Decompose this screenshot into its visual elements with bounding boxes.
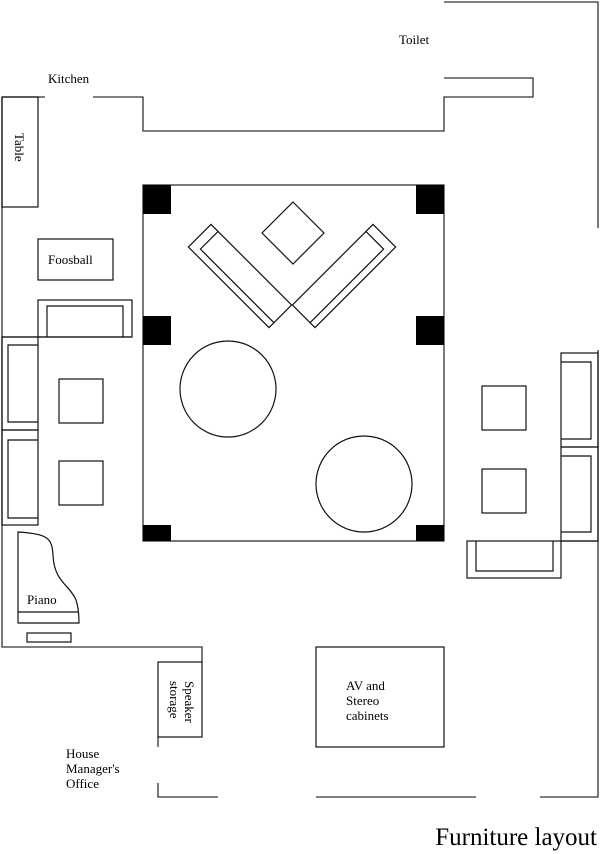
pillar (143, 185, 171, 214)
foosball-label: Foosball (48, 252, 93, 267)
office-label-line1: House (66, 746, 99, 761)
piano-bench (26, 632, 72, 643)
ottoman (481, 468, 527, 514)
foosball-table: Foosball (37, 238, 114, 281)
walls (1, 1, 599, 798)
pillar (143, 316, 171, 345)
speaker-storage-label-line2: storage (167, 681, 182, 719)
table: Table (1, 96, 39, 208)
pillar (143, 525, 171, 541)
speaker-storage-label-line1: Speaker (182, 681, 197, 724)
toilet-label: Toilet (399, 32, 430, 47)
speaker-storage: Speaker storage (157, 661, 203, 738)
pillar (416, 185, 444, 214)
ottoman (481, 385, 527, 431)
pillar (416, 525, 444, 541)
ottoman (58, 378, 104, 424)
piano-label: Piano (27, 592, 57, 607)
table-label: Table (12, 133, 27, 162)
diagram-title: Furniture layout (435, 824, 597, 851)
kitchen-label: Kitchen (48, 71, 90, 86)
round-table (315, 435, 413, 533)
right-sofas (466, 352, 599, 579)
angled-sofa-left (187, 223, 293, 329)
angled-sofa-right (291, 223, 397, 329)
coffee-table (261, 201, 325, 265)
av-label-line1: AV and (346, 678, 385, 693)
av-cabinets: AV and Stereo cabinets (315, 646, 445, 748)
pillar (416, 316, 444, 345)
central-area (142, 184, 445, 542)
left-sofas (1, 299, 133, 526)
round-table (179, 340, 277, 438)
av-label-line3: cabinets (346, 708, 389, 723)
office-label-line2: Manager's (66, 761, 120, 776)
av-label-line2: Stereo (346, 693, 379, 708)
ottoman (58, 460, 104, 506)
office-label-line3: Office (66, 776, 99, 791)
piano: Piano (17, 531, 80, 643)
